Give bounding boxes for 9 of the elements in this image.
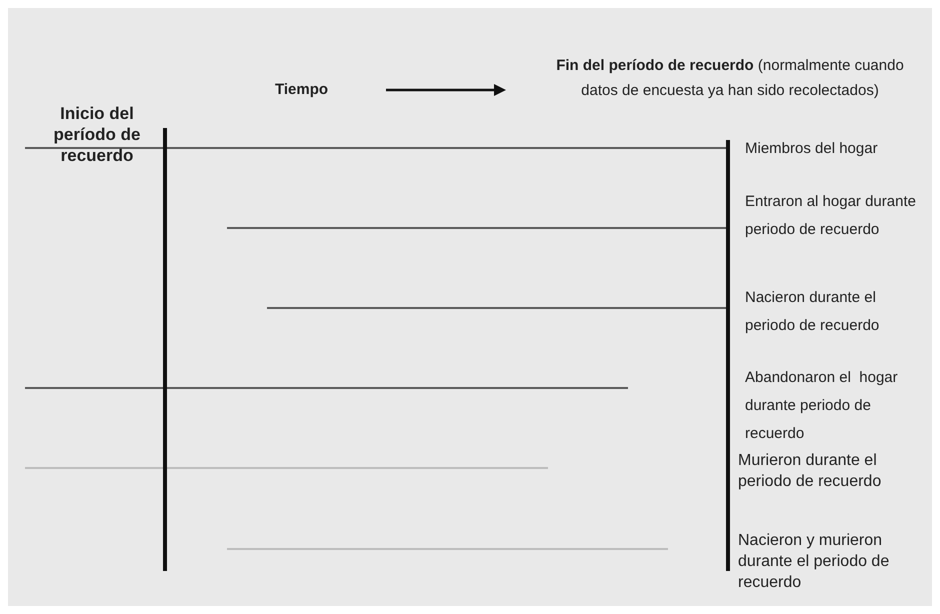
- row-label: Nacieron durante el periodo de recuerdo: [745, 288, 880, 336]
- row-label: Murieron durante el periodo de recuerdo: [738, 451, 882, 492]
- axis-title: Fin del período de recuerdo (normalmente cuando datos de encuesta ya han sido recolectados): [555, 56, 905, 101]
- row-label: Nacieron y murieron durante el periodo de recuerdo: [738, 531, 890, 593]
- row-label: Abandonaron el hogar durante periodo de recuerdo: [745, 368, 899, 444]
- row-label: Miembros del hogar: [745, 139, 879, 159]
- axis-title: Inicio del período de recuerdo: [52, 103, 142, 166]
- axis-label: Tiempo: [275, 80, 330, 100]
- row-label: Entraron al hogar durante periodo de recuerdo: [745, 192, 917, 240]
